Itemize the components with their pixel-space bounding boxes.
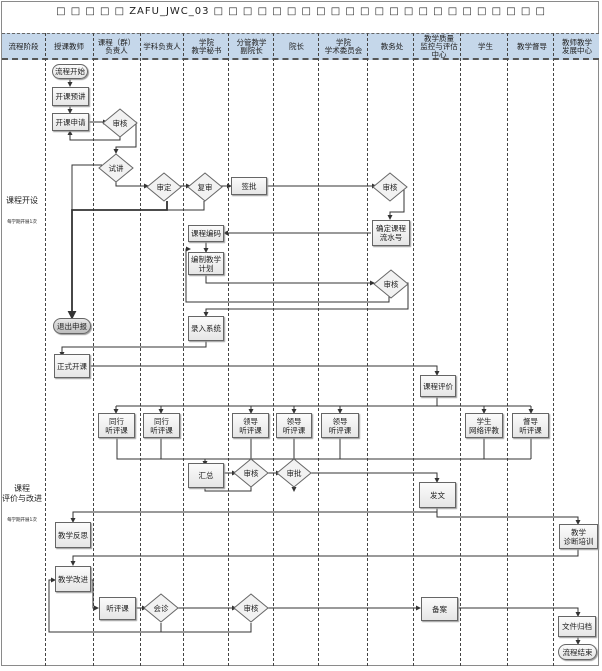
decision-approve-set[interactable]: 审定 xyxy=(145,172,183,202)
edge xyxy=(161,623,252,633)
stage-course-setup: 课程开设 每学期开展1次 xyxy=(0,186,44,228)
edge xyxy=(90,365,440,376)
edge xyxy=(67,130,121,141)
lane-header-student: 学生 xyxy=(478,41,493,51)
lane-divider xyxy=(183,33,184,666)
decision-label: 复审 xyxy=(197,182,213,192)
node-open[interactable]: 正式开课 xyxy=(54,354,90,378)
stage-note: 每学期开展1次 xyxy=(7,220,37,225)
edge xyxy=(59,341,207,357)
node-diagnose[interactable]: 教学 诊断培训 xyxy=(559,524,598,549)
lane-divider xyxy=(228,33,229,666)
lane-header-development-center: 教师教学 发展中心 xyxy=(562,37,592,55)
decision-review4[interactable]: 审核 xyxy=(232,458,270,488)
lane-header-dean: 院长 xyxy=(289,41,304,51)
decision-label: 审定 xyxy=(156,182,172,192)
node-leader-review-1[interactable]: 领导 听评课 xyxy=(232,413,269,438)
decision-label: 审核 xyxy=(112,118,128,128)
stage-name: 课程开设 xyxy=(6,196,38,205)
node-plan[interactable]: 编制教学 计划 xyxy=(188,252,224,275)
node-record[interactable]: 备案 xyxy=(421,597,458,621)
lane-header-secretary: 学院 教学秘书 xyxy=(191,37,222,55)
lane-divider xyxy=(507,33,508,666)
lane-divider xyxy=(318,33,319,666)
edge xyxy=(436,508,581,525)
decision-approve[interactable]: 审批 xyxy=(275,458,313,488)
decision-review5[interactable]: 审核 xyxy=(232,593,270,623)
lane-header-discipline-lead: 学科负责人 xyxy=(143,41,181,51)
decision-label: 审核 xyxy=(243,468,259,478)
node-start[interactable]: 流程开始 xyxy=(52,64,88,79)
edge xyxy=(70,508,438,523)
lane-divider xyxy=(460,33,461,666)
decision-consult[interactable]: 会诊 xyxy=(142,593,180,623)
decision-label: 审核 xyxy=(382,182,398,192)
edge xyxy=(90,579,99,611)
stage-note: 每学期开展1次 xyxy=(7,518,37,523)
lane-divider xyxy=(413,33,414,666)
node-archive[interactable]: 文件归档 xyxy=(558,616,596,637)
edge xyxy=(116,438,531,460)
decision-review3[interactable]: 审核 xyxy=(372,269,410,299)
node-leader-review-2[interactable]: 领导 听评课 xyxy=(276,413,312,438)
lane-divider xyxy=(367,33,368,666)
edge xyxy=(458,607,581,617)
decision-label: 试讲 xyxy=(108,163,124,173)
node-withdraw[interactable]: 退出申报 xyxy=(53,318,91,334)
decision-label: 审核 xyxy=(243,603,259,613)
lane-header-course-lead: 课程（群） 负责人 xyxy=(97,37,136,55)
node-apply[interactable]: 开课申请 xyxy=(52,113,89,131)
node-serial[interactable]: 确定课程 流水号 xyxy=(372,220,410,246)
lane-header-quality-center: 教学质量 监控与评估 中心 xyxy=(420,33,458,59)
lane-header-vice-dean: 分管教学 副院长 xyxy=(236,37,267,55)
lane-divider xyxy=(140,33,141,666)
edge xyxy=(185,246,390,303)
node-peer-review-2[interactable]: 同行 听评课 xyxy=(143,413,180,438)
node-pre-apply[interactable]: 开课预讲 xyxy=(52,87,89,106)
node-end[interactable]: 流程结束 xyxy=(558,644,597,660)
stage-evaluation: 课程 评价与改进 每学期开展1次 xyxy=(0,474,44,526)
node-reflect[interactable]: 教学反思 xyxy=(55,522,91,548)
node-peer-review-1[interactable]: 同行 听评课 xyxy=(98,413,135,438)
edge xyxy=(167,201,205,211)
edge xyxy=(48,577,162,633)
node-supervisor-eval[interactable]: 督导 听评课 xyxy=(512,413,549,438)
node-coding[interactable]: 课程编码 xyxy=(188,225,224,242)
node-input[interactable]: 录入系统 xyxy=(188,316,224,341)
lane-divider xyxy=(45,33,46,666)
lane-header: 流程阶段 授课教师 课程（群） 负责人 学科负责人 学院 教学秘书 分管教学 副… xyxy=(2,33,599,60)
lane-divider xyxy=(93,33,94,666)
node-evaluate[interactable]: 课程评价 xyxy=(420,375,456,397)
node-listen[interactable]: 听评课 xyxy=(99,597,136,620)
edge xyxy=(310,472,440,483)
node-leader-review-3[interactable]: 领导 听评课 xyxy=(321,413,359,438)
lane-divider xyxy=(273,33,274,666)
decision-review2[interactable]: 审核 xyxy=(371,172,409,202)
lane-header-academic-committee: 学院 学术委员会 xyxy=(324,37,363,55)
lane-header-teacher: 授课教师 xyxy=(54,41,84,51)
lane-divider xyxy=(553,33,554,666)
node-improve[interactable]: 教学改进 xyxy=(55,566,91,592)
node-sign[interactable]: 签批 xyxy=(231,177,267,195)
decision-recheck[interactable]: 复审 xyxy=(186,172,224,202)
decision-label: 审批 xyxy=(286,468,302,478)
decision-review1[interactable]: 审核 xyxy=(101,108,139,138)
edge xyxy=(116,396,438,407)
edge xyxy=(70,548,579,566)
lane-header-supervisor: 教学督导 xyxy=(517,41,547,51)
lane-header-stage: 流程阶段 xyxy=(8,41,39,51)
stage-name: 课程 评价与改进 xyxy=(2,484,42,503)
node-summary[interactable]: 汇总 xyxy=(188,463,224,488)
decision-label: 会诊 xyxy=(153,603,169,613)
diagram-title: □ □ □ □ □ ZAFU_JWC_03 □ □ □ □ □ □ □ □ □ … xyxy=(56,6,546,17)
edge xyxy=(205,275,375,286)
decision-label: 审核 xyxy=(383,279,399,289)
edge-withdraw xyxy=(67,201,168,320)
decision-trial[interactable]: 试讲 xyxy=(97,153,135,183)
edge xyxy=(71,164,102,210)
lane-header-academic-affairs: 教务处 xyxy=(380,41,404,51)
node-student-eval[interactable]: 学生 网络评教 xyxy=(465,413,503,438)
node-publish[interactable]: 发文 xyxy=(419,482,456,508)
